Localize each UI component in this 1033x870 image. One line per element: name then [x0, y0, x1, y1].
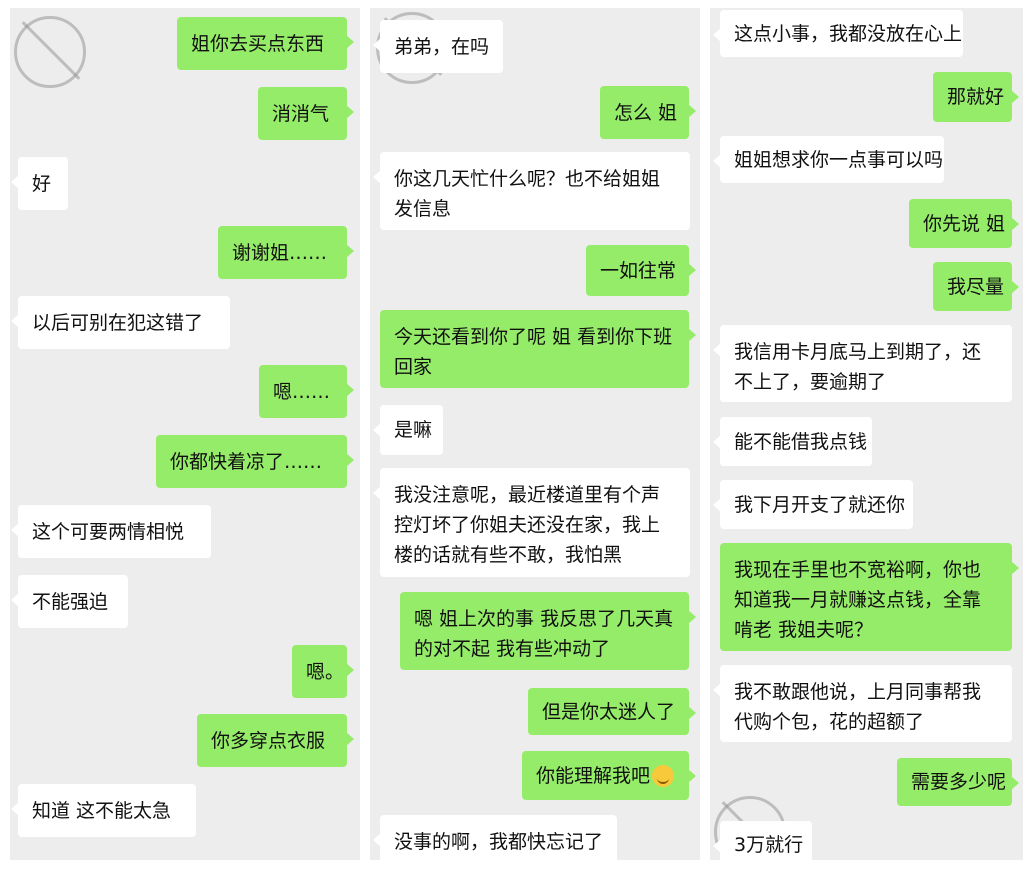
sent-message-bubble[interactable]: 怎么 姐: [600, 86, 696, 139]
sent-message-bubble[interactable]: 嗯 姐上次的事 我反思了几天真的对不起 我有些冲动了: [400, 592, 696, 670]
sent-message-bubble[interactable]: 你都快着凉了……: [156, 435, 354, 488]
received-message-bubble[interactable]: 我没注意呢，最近楼道里有个声控灯坏了你姐夫还没在家，我上楼的话就有些不敢，我怕黑: [373, 468, 690, 577]
sent-message-bubble[interactable]: 需要多少呢: [897, 758, 1019, 806]
chat-panel-2: 弟弟，在吗怎么 姐你这几天忙什么呢？也不给姐姐发信息一如往常今天还看到你了呢 姐…: [370, 8, 700, 860]
chat-panel-1: 姐你去买点东西消消气好谢谢姐…… 以后可别在犯这错了嗯…… 你都快着凉了…… 这个可要…: [10, 8, 360, 860]
sent-message-bubble[interactable]: 消消气: [258, 87, 354, 140]
message-text: 没事的啊，我都快忘记了: [394, 830, 604, 853]
sent-message-bubble[interactable]: 嗯。: [292, 645, 354, 698]
message-text: 你这几天忙什么呢？也不给姐姐发信息: [394, 168, 661, 220]
message-text: 你能理解我吧: [536, 764, 651, 787]
received-message-bubble[interactable]: 你这几天忙什么呢？也不给姐姐发信息: [373, 152, 690, 230]
received-message-bubble[interactable]: 没事的啊，我都快忘记了: [373, 815, 617, 860]
message-text: 这点小事，我都没放在心上: [734, 22, 963, 45]
message-text: 一如往常: [600, 259, 677, 282]
message-text: 是嘛: [394, 419, 433, 441]
sent-message-bubble[interactable]: 你先说 姐: [909, 199, 1019, 248]
message-text: 好: [32, 172, 52, 195]
message-text: 但是你太迷人了: [542, 700, 676, 723]
sent-message-bubble[interactable]: 那就好: [933, 72, 1019, 122]
message-text: 那就好: [947, 86, 1005, 108]
message-text: 你都快着凉了……: [170, 450, 323, 473]
message-text: 不能强迫: [32, 590, 109, 613]
received-message-bubble[interactable]: 知道 这不能太急: [11, 784, 196, 837]
received-message-bubble[interactable]: 能不能借我点钱: [713, 417, 872, 466]
sent-message-bubble[interactable]: 嗯……: [259, 365, 354, 418]
message-text: 嗯……: [273, 380, 331, 403]
message-text: 我尽量: [947, 275, 1005, 298]
received-message-bubble[interactable]: 是嘛: [373, 405, 443, 455]
received-message-bubble[interactable]: 好: [11, 157, 68, 210]
message-text: 怎么 姐: [614, 101, 678, 124]
sent-message-bubble[interactable]: 你多穿点衣服: [197, 714, 354, 767]
sent-message-bubble[interactable]: 但是你太迷人了: [528, 688, 696, 735]
received-message-bubble[interactable]: 我下月开支了就还你: [713, 480, 913, 529]
message-text: 弟弟，在吗: [394, 35, 490, 58]
blushing-smile-icon: [652, 764, 675, 787]
received-message-bubble[interactable]: 3万就行: [713, 821, 812, 860]
sent-message-bubble[interactable]: 我尽量: [933, 262, 1019, 311]
message-text: 我信用卡月底马上到期了，还不上了，要逾期了: [734, 341, 982, 393]
received-message-bubble[interactable]: 弟弟，在吗: [373, 20, 503, 73]
message-text: 我现在手里也不宽裕啊，你也知道我一月就赚这点钱，全靠啃老 我姐夫呢？: [734, 559, 982, 641]
sent-message-bubble[interactable]: 你能理解我吧: [522, 751, 696, 800]
message-text: 嗯 姐上次的事 我反思了几天真的对不起 我有些冲动了: [414, 608, 674, 660]
received-message-bubble[interactable]: 不能强迫: [11, 575, 128, 628]
message-text: 我没注意呢，最近楼道里有个声控灯坏了你姐夫还没在家，我上楼的话就有些不敢，我怕黑: [394, 484, 661, 566]
message-text: 姐姐想求你一点事可以吗: [734, 148, 944, 171]
message-text: 3万就行: [734, 833, 804, 856]
watermark-icon: [14, 16, 86, 88]
message-text: 需要多少呢: [911, 771, 1007, 793]
message-text: 这个可要两情相悦: [32, 520, 185, 543]
sent-message-bubble[interactable]: 我现在手里也不宽裕啊，你也知道我一月就赚这点钱，全靠啃老 我姐夫呢？: [720, 543, 1019, 651]
message-text: 消消气: [272, 102, 330, 125]
message-text: 能不能借我点钱: [734, 430, 868, 453]
sent-message-bubble[interactable]: 姐你去买点东西: [177, 17, 354, 70]
message-text: 嗯。: [306, 660, 345, 683]
message-text: 你先说 姐: [923, 212, 1006, 235]
message-text: 谢谢姐……: [232, 241, 328, 264]
message-text: 我下月开支了就还你: [734, 493, 906, 516]
received-message-bubble[interactable]: 以后可别在犯这错了: [11, 296, 230, 349]
sent-message-bubble[interactable]: 今天还看到你了呢 姐 看到你下班回家: [380, 310, 696, 388]
message-text: 我不敢跟他说，上月同事帮我代购个包，花的超额了: [734, 681, 982, 733]
chat-panel-3: 这点小事，我都没放在心上那就好姐姐想求你一点事可以吗你先说 姐我尽量我信用卡月底…: [710, 8, 1023, 860]
sent-message-bubble[interactable]: 谢谢姐……: [218, 226, 354, 279]
message-text: 以后可别在犯这错了: [32, 311, 204, 334]
message-text: 知道 这不能太急: [32, 799, 172, 822]
message-text: 今天还看到你了呢 姐 看到你下班回家: [394, 326, 673, 378]
received-message-bubble[interactable]: 我信用卡月底马上到期了，还不上了，要逾期了: [713, 325, 1012, 402]
message-text: 姐你去买点东西: [191, 32, 325, 55]
received-message-bubble[interactable]: 这个可要两情相悦: [11, 505, 211, 558]
received-message-bubble[interactable]: 我不敢跟他说，上月同事帮我代购个包，花的超额了: [713, 665, 1012, 742]
message-text: 你多穿点衣服: [211, 729, 326, 752]
sent-message-bubble[interactable]: 一如往常: [586, 245, 696, 296]
received-message-bubble[interactable]: 这点小事，我都没放在心上: [713, 10, 963, 57]
received-message-bubble[interactable]: 姐姐想求你一点事可以吗: [713, 136, 944, 183]
